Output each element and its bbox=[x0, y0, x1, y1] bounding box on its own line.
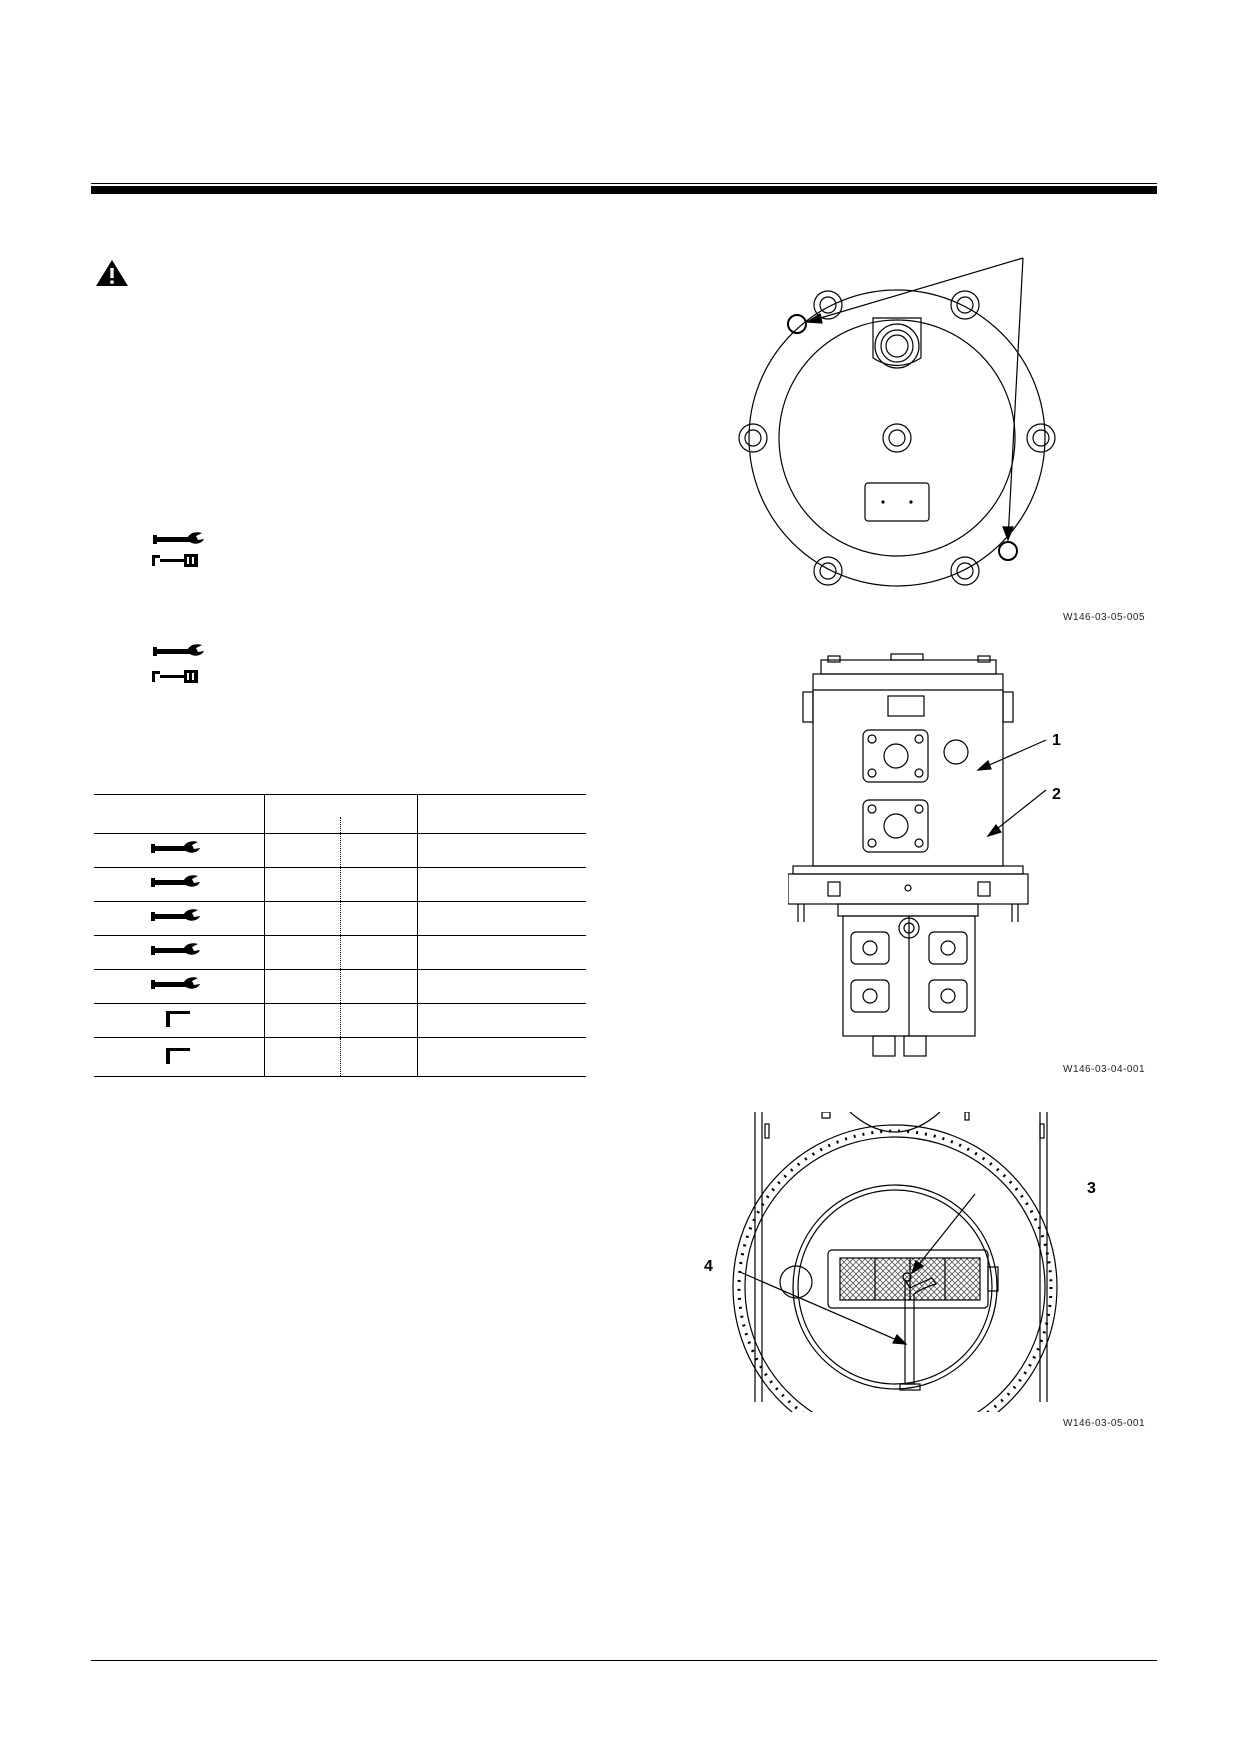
tool-table-header bbox=[94, 794, 586, 834]
table-row bbox=[94, 867, 586, 902]
wrench-icon bbox=[151, 841, 200, 853]
figure-caption: W146-03-05-005 bbox=[1063, 612, 1146, 623]
callout-label: 4 bbox=[704, 1258, 713, 1275]
wrench-icon bbox=[153, 644, 204, 656]
wrench-icon bbox=[153, 532, 204, 544]
wrench-icon bbox=[151, 875, 200, 887]
header-rule-thin bbox=[91, 183, 1157, 184]
table-row bbox=[94, 1037, 586, 1077]
figure-caption: W146-03-05-001 bbox=[1063, 1418, 1146, 1429]
callout-label: 2 bbox=[1052, 786, 1061, 803]
wrench-icon bbox=[151, 943, 200, 955]
figure-swing-filter-view bbox=[732, 1112, 1058, 1412]
callout-label: 1 bbox=[1052, 732, 1061, 749]
tool-table bbox=[94, 794, 586, 1077]
allen-key-icon bbox=[166, 1047, 190, 1064]
warning-triangle-icon bbox=[96, 260, 128, 286]
wrench-icon bbox=[151, 977, 200, 989]
wrench-icon bbox=[151, 909, 200, 921]
figure-motor-side-view bbox=[788, 653, 1047, 1057]
callout-label: 3 bbox=[1087, 1180, 1096, 1197]
torque-wrench-icon bbox=[152, 670, 198, 683]
allen-key-icon bbox=[166, 1011, 190, 1027]
figure-flange-top-view bbox=[738, 257, 1056, 587]
table-row bbox=[94, 1003, 586, 1038]
table-row bbox=[94, 833, 586, 868]
torque-wrench-icon bbox=[152, 554, 198, 567]
header-rule-thick bbox=[91, 186, 1157, 194]
figure-caption: W146-03-04-001 bbox=[1063, 1064, 1146, 1075]
table-row bbox=[94, 901, 586, 936]
table-row bbox=[94, 935, 586, 970]
footer-rule bbox=[91, 1660, 1157, 1661]
table-row bbox=[94, 969, 586, 1004]
